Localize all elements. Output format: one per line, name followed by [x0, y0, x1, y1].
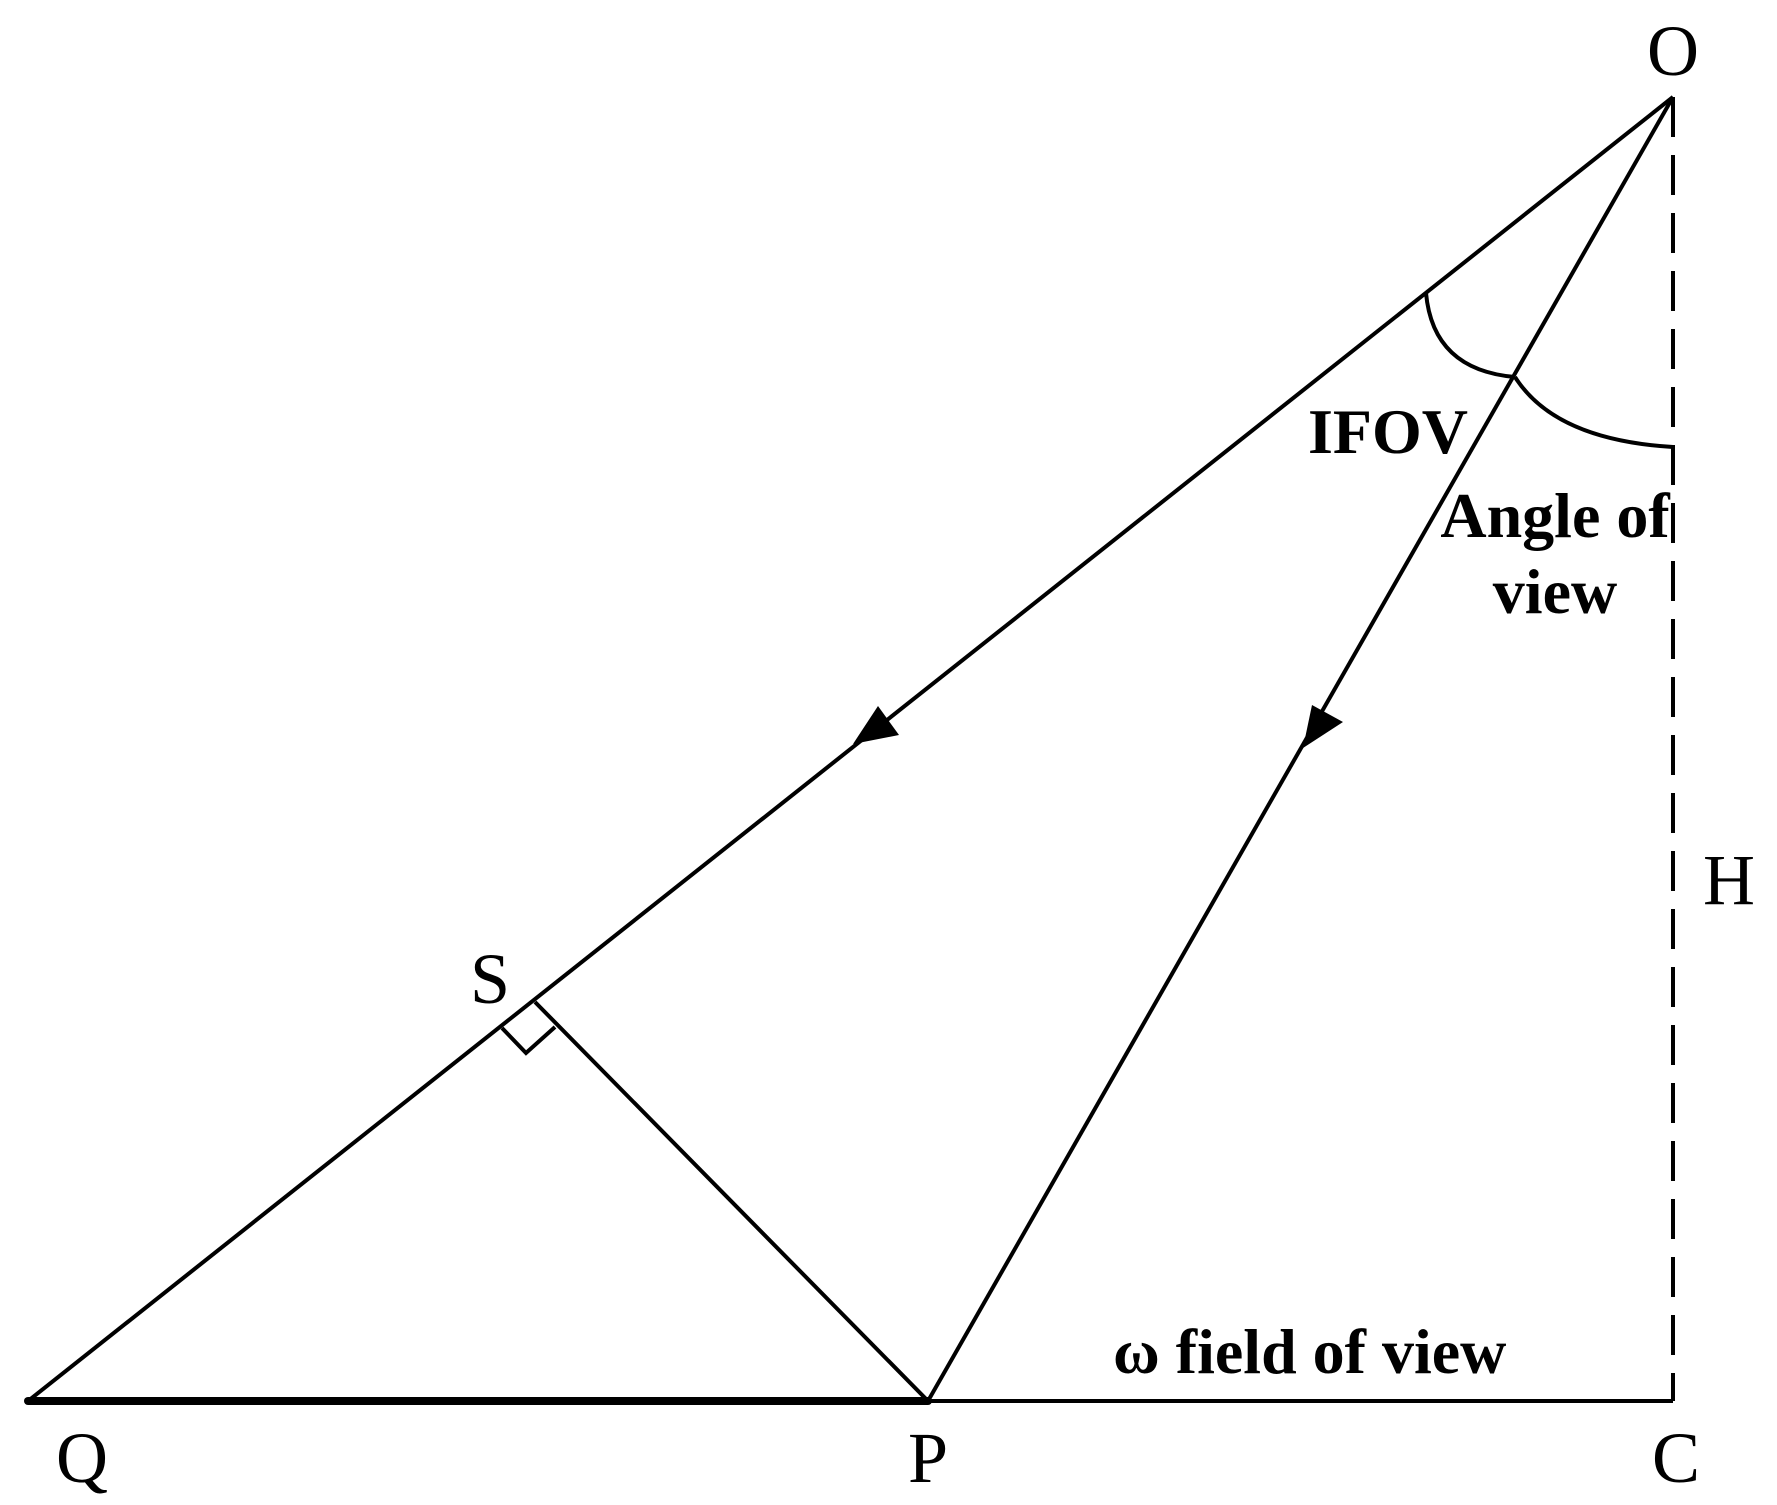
label-point-p: P — [908, 1418, 948, 1498]
right-angle-marker — [500, 1025, 557, 1056]
label-point-c: C — [1652, 1418, 1700, 1498]
ifov-arc — [1424, 292, 1516, 379]
segment-ps — [533, 1000, 930, 1403]
ray-op — [926, 96, 1675, 1402]
label-angle-of-view-line2: view — [1493, 556, 1617, 627]
label-point-q: Q — [56, 1418, 108, 1498]
label-ifov: IFOV — [1308, 396, 1468, 467]
label-point-o: O — [1647, 11, 1699, 91]
label-point-h: H — [1703, 840, 1755, 920]
arrowhead-oq — [853, 706, 899, 744]
arrowhead-op — [1303, 705, 1343, 748]
ray-oq — [26, 95, 1675, 1403]
label-point-s: S — [470, 939, 510, 1019]
angle-of-view-arc — [1513, 375, 1674, 449]
label-angle-of-view-line1: Angle of — [1440, 480, 1670, 551]
label-field-of-view: ω field of view — [1113, 1316, 1506, 1387]
